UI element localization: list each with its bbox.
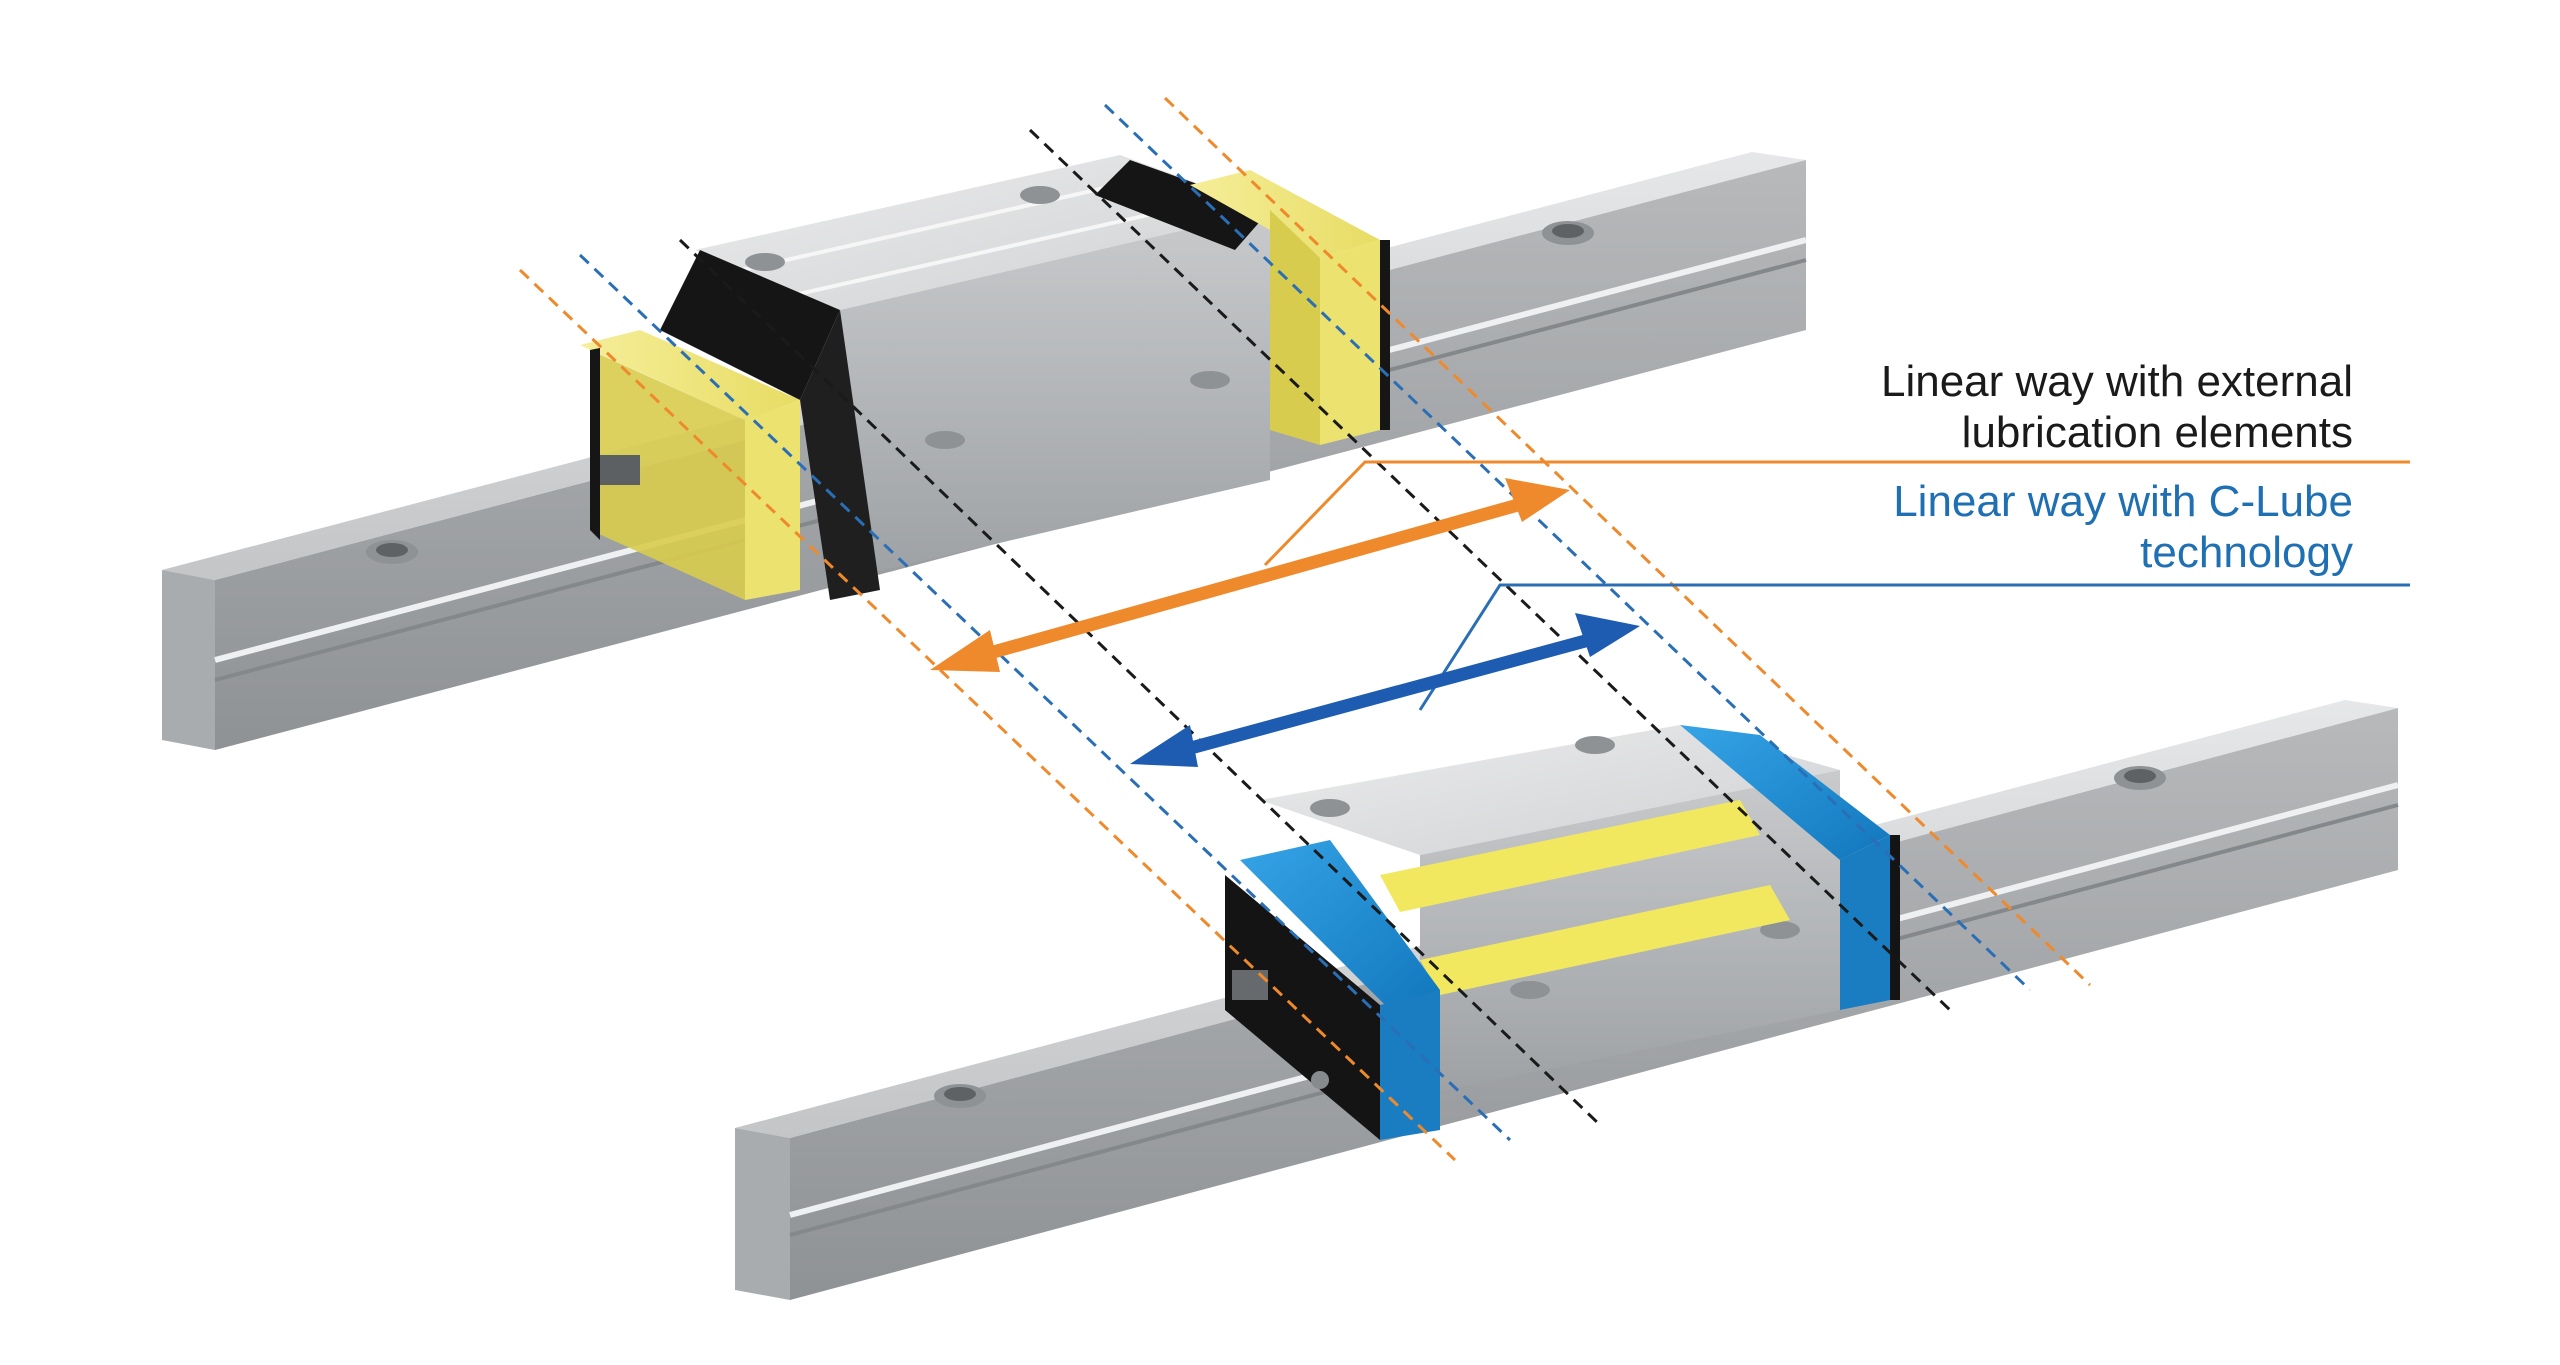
dashed-line-black-right (1028, 128, 1952, 1012)
dashed-line-black-left (678, 238, 1602, 1127)
length-arrow-clube (1130, 613, 1640, 767)
callout-clube-line1: Linear way with C-Lube (1893, 477, 2353, 526)
length-arrow-external (930, 478, 1570, 672)
callout-leaders (1263, 460, 2410, 711)
callout-external-line1: Linear way with external (1880, 357, 2353, 406)
bottom-carriage (1225, 725, 1900, 1140)
dashed-line-orange-right (1163, 96, 2092, 987)
dashed-line-orange-left (518, 268, 1457, 1162)
callout-clube-line2: technology (2140, 528, 2353, 577)
callout-clube-technology: Linear way with C-Lube technology (1893, 476, 2353, 578)
callout-external-line2: lubrication elements (1961, 408, 2353, 457)
bottom-linear-way (735, 700, 2399, 1300)
callout-external-lubrication: Linear way with external lubrication ele… (1881, 356, 2353, 458)
reference-dashed-lines (518, 96, 2092, 1162)
leader-line-clube (1418, 583, 2410, 711)
dashed-line-blue-right (1103, 103, 2032, 992)
leader-line-external (1263, 460, 2410, 567)
dashed-line-blue-left (578, 253, 1512, 1142)
